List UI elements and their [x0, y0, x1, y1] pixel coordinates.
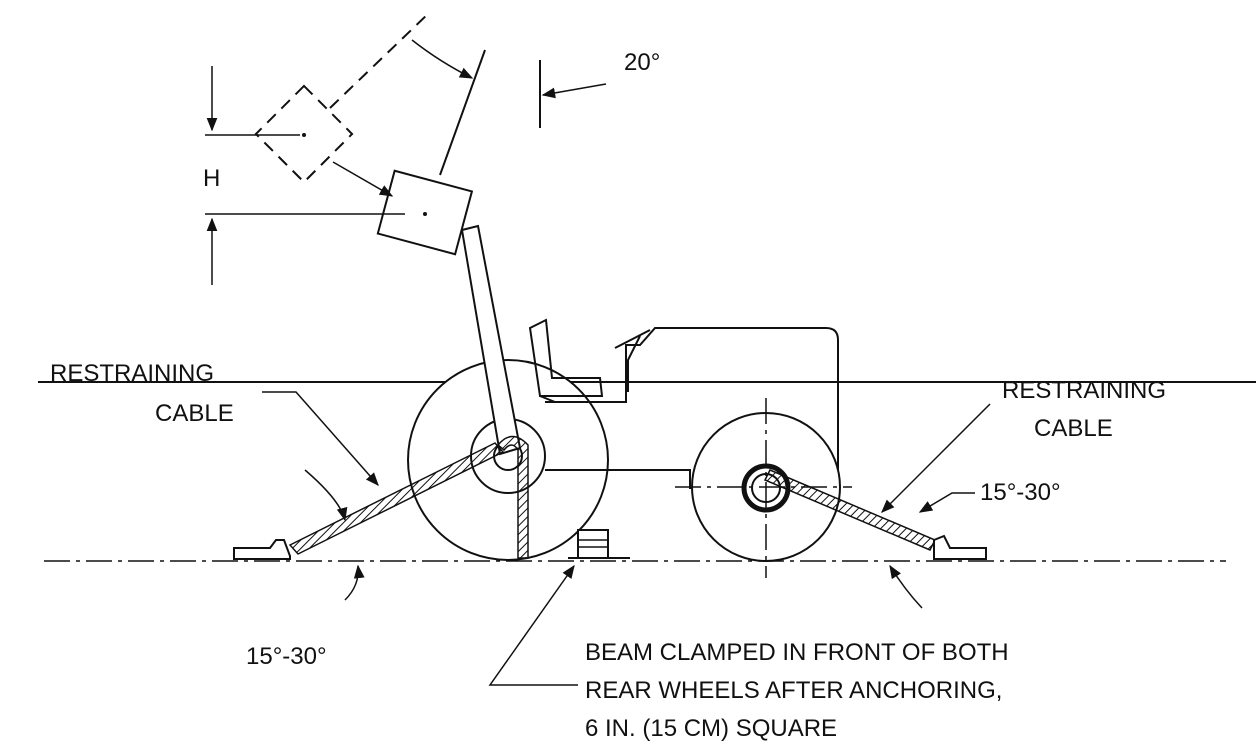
left-cable-leader	[262, 391, 379, 487]
right-angle-arc-lower	[889, 564, 923, 609]
angle-label-20: 20°	[624, 49, 660, 76]
right-restraining-cable	[741, 463, 937, 551]
motion-arrow	[332, 161, 394, 197]
height-dimension	[205, 66, 405, 285]
right-cable-label-line2: CABLE	[1034, 415, 1113, 442]
load-block	[376, 169, 474, 256]
right-cable-label-line1: RESTRAINING	[1002, 377, 1166, 404]
left-cable-label-line2: CABLE	[155, 400, 234, 427]
angle-arc-20	[411, 39, 474, 79]
left-cable-label-line1: RESTRAINING	[50, 360, 214, 387]
steering-wheel	[614, 329, 651, 392]
left-angle-arc-lower	[344, 564, 365, 601]
beam-clamp	[568, 529, 630, 559]
right-anchor	[933, 534, 987, 560]
right-angle-label: 15°-30°	[980, 479, 1061, 506]
height-label: H	[203, 165, 220, 192]
left-angle-label: 15°-30°	[246, 643, 327, 670]
left-anchor	[233, 539, 291, 560]
beam-label-line3: 6 IN. (15 CM) SQUARE	[585, 715, 837, 742]
beam-label-line2: REAR WHEELS AFTER ANCHORING,	[585, 677, 1002, 704]
left-angle-arc	[304, 469, 348, 522]
angle-20-leader	[541, 83, 607, 99]
right-cable-leader	[881, 403, 991, 513]
load-block-tipped	[254, 11, 431, 184]
beam-label-line1: BEAM CLAMPED IN FRONT OF BOTH	[585, 639, 1009, 666]
right-angle-leader	[918, 492, 975, 513]
left-restraining-cable	[288, 435, 529, 559]
beam-leader	[488, 564, 578, 686]
front-wheel	[675, 398, 852, 578]
